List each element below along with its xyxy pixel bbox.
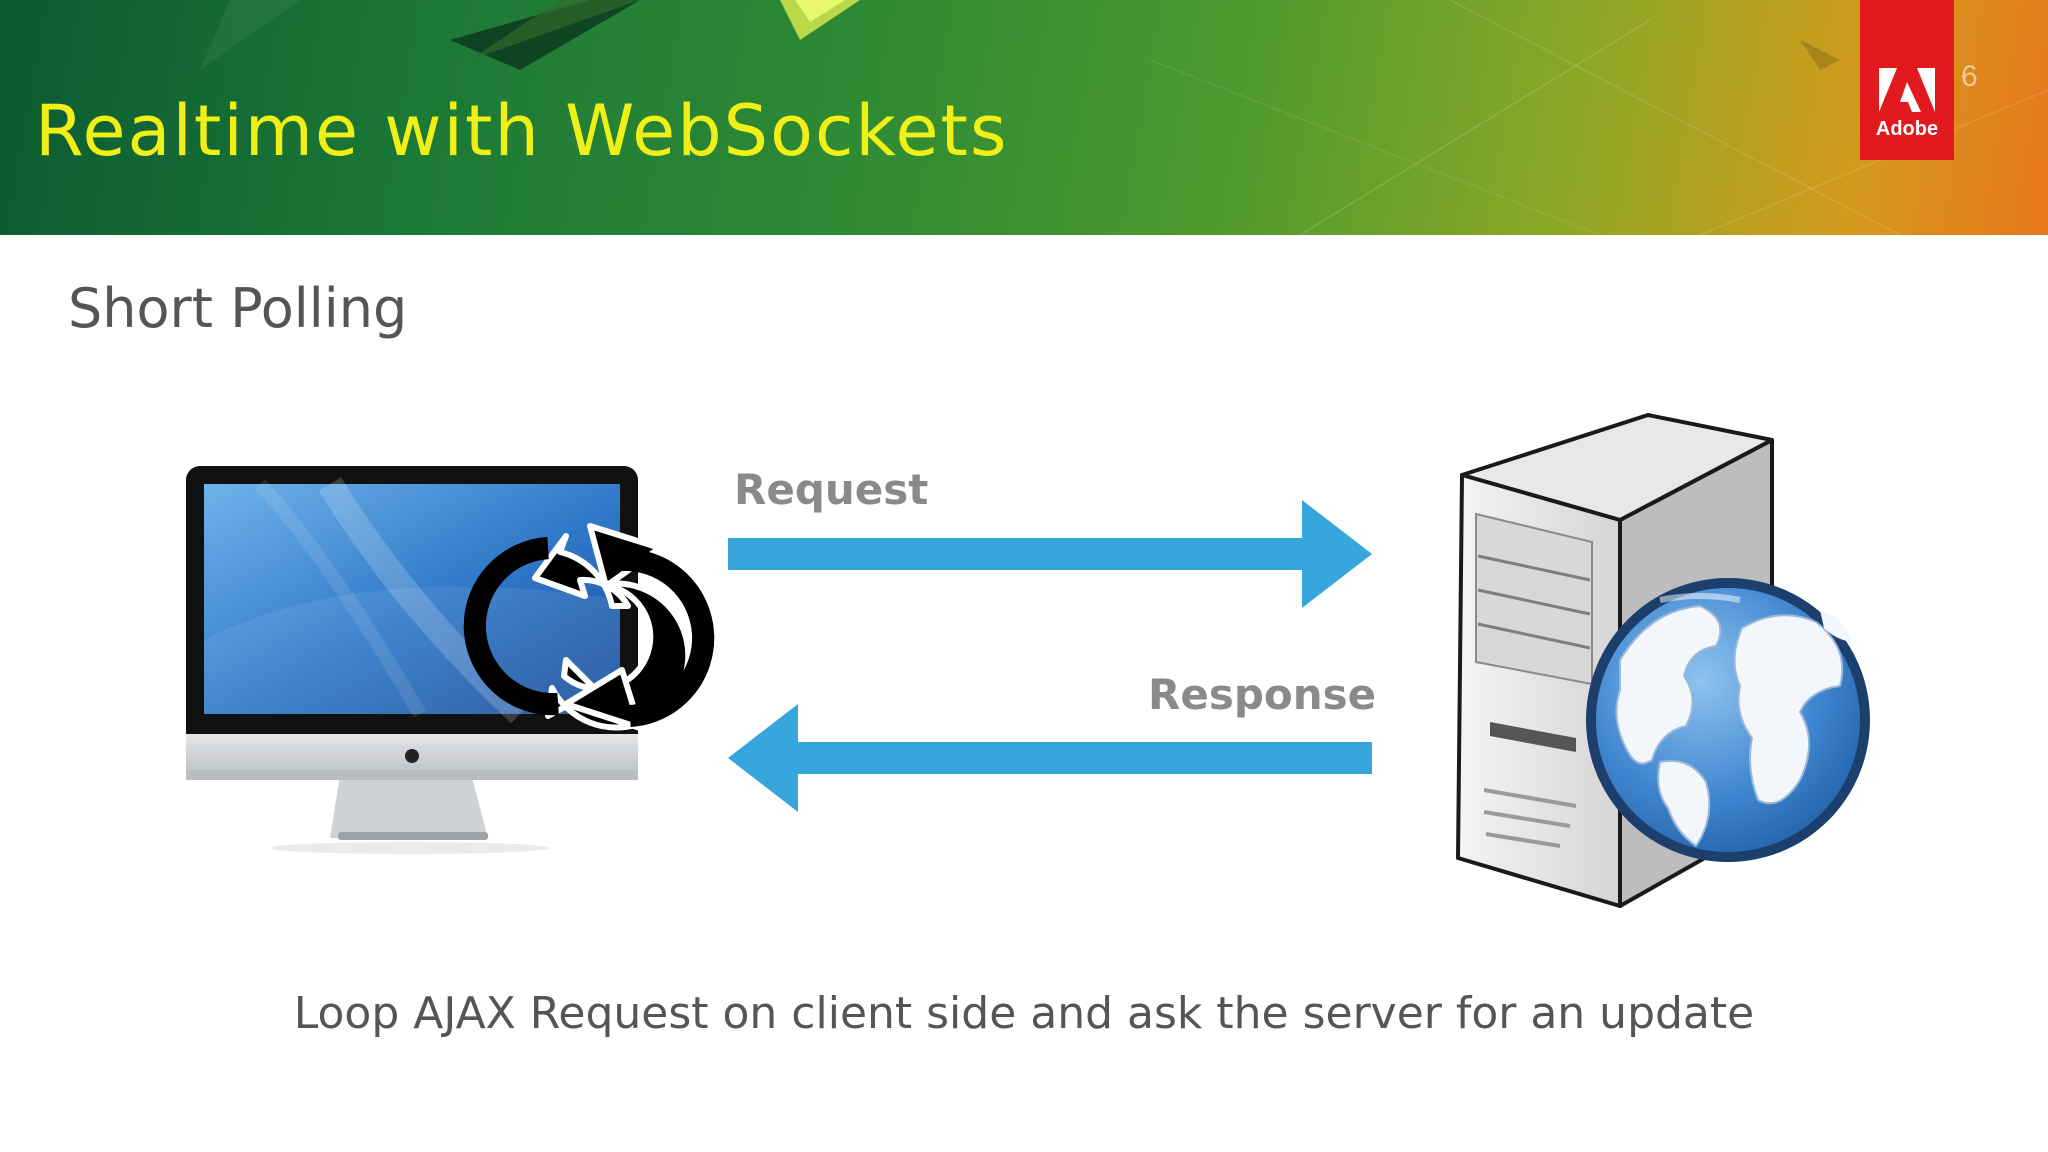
request-label: Request	[734, 465, 929, 514]
adobe-logo: Adobe	[1860, 0, 1954, 160]
response-arrow	[728, 704, 1372, 812]
response-label: Response	[1148, 670, 1377, 719]
slide-caption: Loop AJAX Request on client side and ask…	[293, 988, 1755, 1039]
header-banner: Realtime with WebSockets Adobe 6	[0, 0, 2048, 235]
globe-icon	[1586, 578, 1870, 862]
slide-number: 6	[1961, 60, 1978, 93]
request-arrow	[728, 500, 1372, 608]
refresh-cycle-icon	[463, 523, 715, 731]
adobe-logo-text: Adobe	[1875, 118, 1939, 140]
slide-title: Realtime with WebSockets	[35, 90, 1009, 172]
banner-decoration	[200, 0, 2048, 235]
slide-subtitle: Short Polling	[68, 277, 408, 340]
adobe-a-icon	[1879, 68, 1935, 112]
